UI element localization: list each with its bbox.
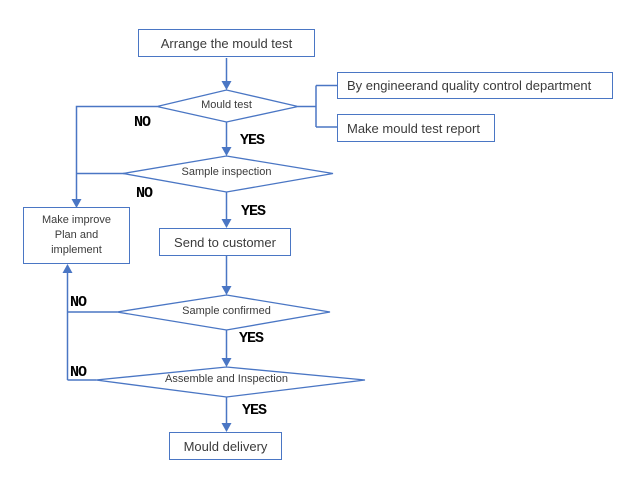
arrowhead-down-icon — [221, 423, 232, 432]
arrowhead-down-icon — [221, 286, 232, 295]
arrowhead-down-icon — [71, 199, 82, 208]
node-arrange-mould-test: Arrange the mould test — [138, 29, 315, 57]
edge-label-confirmed-no: NO — [70, 294, 87, 311]
edge-label-mouldtest-yes: YES — [240, 132, 265, 149]
decision-assemble-shape — [95, 366, 366, 398]
decision-mould-test-shape — [156, 89, 299, 123]
arrowhead-down-icon — [221, 219, 232, 228]
node-send-to-customer: Send to customer — [159, 228, 291, 256]
decision-sample-confirmed-shape — [116, 294, 331, 331]
edge-label-sampleinspection-no: NO — [136, 185, 153, 202]
node-make-mould-test-report: Make mould test report — [337, 114, 495, 142]
edge-label-assemble-no: NO — [70, 364, 87, 381]
edge-label-confirmed-yes: YES — [239, 330, 264, 347]
edge-mouldtest-no — [75, 105, 157, 199]
edge-label-assemble-yes: YES — [242, 402, 267, 419]
arrowhead-up-icon — [62, 264, 73, 273]
arrowhead-down-icon — [221, 147, 232, 156]
decision-sample-inspection-shape — [122, 155, 334, 193]
arrowhead-down-icon — [221, 81, 232, 90]
edge-label-sampleinspection-yes: YES — [241, 203, 266, 220]
node-mould-delivery: Mould delivery — [169, 432, 282, 460]
arrowhead-down-icon — [221, 358, 232, 367]
node-by-engineer-annotation: By engineerand quality control departmen… — [337, 72, 613, 99]
edge-label-mouldtest-no: NO — [134, 114, 151, 131]
node-make-improve-plan: Make improve Plan and implement — [23, 207, 130, 264]
